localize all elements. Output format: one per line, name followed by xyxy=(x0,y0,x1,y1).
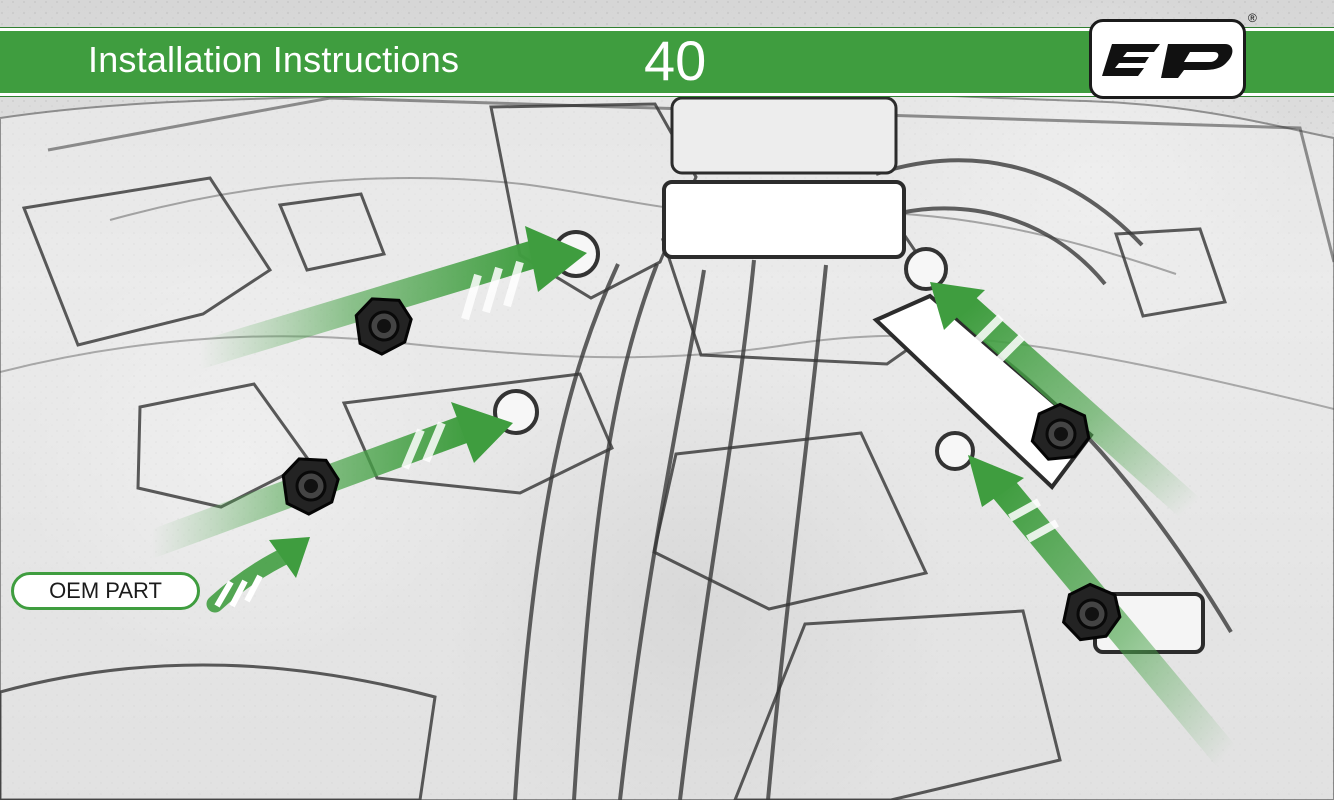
oem-part-label: OEM PART xyxy=(11,572,200,610)
page-title: Installation Instructions xyxy=(88,42,459,78)
ep-logo xyxy=(1089,19,1246,99)
page-number: 40 xyxy=(644,33,706,89)
ep-logo-icon xyxy=(1102,36,1234,84)
registered-mark: ® xyxy=(1248,12,1257,24)
